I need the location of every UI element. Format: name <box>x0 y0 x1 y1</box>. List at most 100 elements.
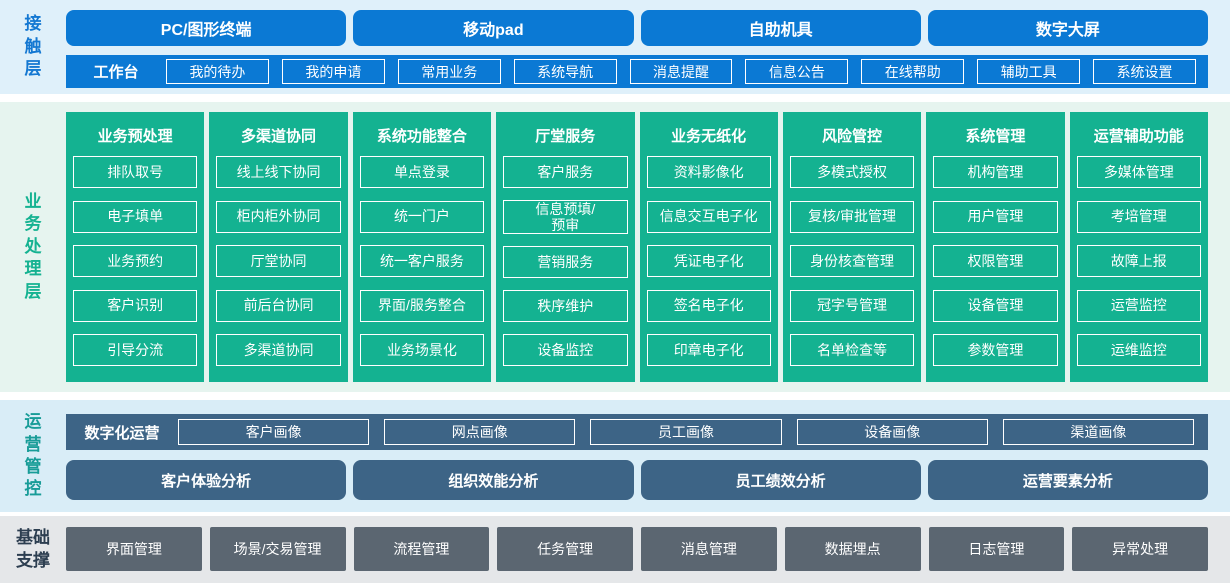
business-item: 电子填单 <box>73 200 198 233</box>
digital-ops-items: 客户画像 网点画像 员工画像 设备画像 渠道画像 <box>178 419 1195 445</box>
foundation-item: 场景/交易管理 <box>209 527 346 571</box>
business-item: 考培管理 <box>1076 200 1201 233</box>
business-column: 厅堂服务 客户服务 信息预填/ 预审 营销服务 秩序维护 设备监控 <box>496 112 635 382</box>
analysis-box: 客户体验分析 <box>66 460 347 500</box>
business-column: 运营辅助功能 多媒体管理 考培管理 故障上报 运营监控 运维监控 <box>1069 112 1208 382</box>
channel-button: 移动pad <box>353 10 634 46</box>
business-item: 界面/服务整合 <box>359 289 485 322</box>
digital-ops-bar: 数字化运营 客户画像 网点画像 员工画像 设备画像 渠道画像 <box>66 414 1208 450</box>
business-item: 身份核查管理 <box>789 245 915 277</box>
business-item: 凭证电子化 <box>646 245 771 277</box>
business-column-title: 系统管理 <box>965 127 1026 145</box>
business-item: 统一客户服务 <box>359 245 485 277</box>
business-item: 资料影像化 <box>646 156 771 188</box>
business-item: 运营监控 <box>1076 289 1201 322</box>
workbench-items: 我的待办 我的申请 常用业务 系统导航 消息提醒 信息公告 在线帮助 辅助工具 … <box>166 59 1208 84</box>
business-column: 多渠道协同 线上线下协同 柜内柜外协同 厅堂协同 前后台协同 多渠道协同 <box>209 112 348 382</box>
business-column: 系统功能整合 单点登录 统一门户 统一客户服务 界面/服务整合 业务场景化 <box>352 112 492 382</box>
workbench-item: 系统设置 <box>1093 59 1197 84</box>
business-column-items: 多媒体管理 考培管理 故障上报 运营监控 运维监控 <box>1076 156 1201 366</box>
channel-button: PC/图形终端 <box>66 10 347 46</box>
business-item: 用户管理 <box>933 200 1058 233</box>
business-item: 冠字号管理 <box>789 289 915 322</box>
business-column: 风险管控 多模式授权 复核/审批管理 身份核查管理 冠字号管理 名单检查等 <box>782 112 922 382</box>
business-layer-label: 业务处理层 <box>0 102 66 392</box>
business-item: 客户服务 <box>503 156 628 188</box>
business-layer-label-text: 业务处理层 <box>24 191 42 301</box>
foundation-item: 日志管理 <box>928 527 1065 571</box>
business-column-items: 单点登录 统一门户 统一客户服务 界面/服务整合 业务场景化 <box>359 156 485 366</box>
analysis-box: 员工绩效分析 <box>640 460 921 500</box>
foundation-item: 界面管理 <box>66 527 202 571</box>
business-column: 业务无纸化 资料影像化 信息交互电子化 凭证电子化 签名电子化 印章电子化 <box>639 112 778 382</box>
analysis-row: 客户体验分析 组织效能分析 员工绩效分析 运营要素分析 <box>66 460 1208 500</box>
business-column-items: 线上线下协同 柜内柜外协同 厅堂协同 前后台协同 多渠道协同 <box>216 156 341 366</box>
workbench-item: 我的申请 <box>281 59 385 84</box>
business-item: 运维监控 <box>1076 334 1201 366</box>
operations-layer-label: 运营管控 <box>0 400 66 512</box>
business-item: 故障上报 <box>1076 245 1201 277</box>
foundation-items: 界面管理 场景/交易管理 流程管理 任务管理 消息管理 数据埋点 日志管理 异常… <box>66 527 1208 571</box>
business-item: 签名电子化 <box>646 289 771 322</box>
business-item: 引导分流 <box>73 334 198 366</box>
digital-ops-item: 员工画像 <box>590 419 782 445</box>
workbench-item: 系统导航 <box>513 59 617 84</box>
workbench-item: 我的待办 <box>166 59 269 84</box>
business-column-items: 机构管理 用户管理 权限管理 设备管理 参数管理 <box>933 156 1058 366</box>
business-column-title: 运营辅助功能 <box>1093 127 1184 145</box>
business-item: 前后台协同 <box>216 289 341 322</box>
business-item: 设备监控 <box>503 334 628 366</box>
contact-layer-label-text: 接触层 <box>24 14 42 79</box>
business-item: 统一门户 <box>359 200 485 233</box>
business-item: 多模式授权 <box>789 156 915 188</box>
workbench-bar: 工作台 我的待办 我的申请 常用业务 系统导航 消息提醒 信息公告 在线帮助 辅… <box>66 55 1208 88</box>
business-item: 多媒体管理 <box>1076 156 1201 188</box>
business-column-items: 资料影像化 信息交互电子化 凭证电子化 签名电子化 印章电子化 <box>646 156 771 366</box>
business-item: 排队取号 <box>73 156 198 188</box>
operations-layer-section: 运营管控 数字化运营 客户画像 网点画像 员工画像 设备画像 渠道画像 客户体验… <box>0 400 1230 512</box>
business-column-items: 多模式授权 复核/审批管理 身份核查管理 冠字号管理 名单检查等 <box>789 156 915 366</box>
workbench-item: 消息提醒 <box>629 59 733 84</box>
workbench-item: 信息公告 <box>745 59 849 84</box>
business-column-title: 风险管控 <box>822 127 883 145</box>
foundation-item: 任务管理 <box>497 527 633 571</box>
business-column-title: 业务预处理 <box>97 127 173 145</box>
business-item: 设备管理 <box>933 289 1058 322</box>
business-item: 营销服务 <box>503 246 628 279</box>
channel-button: 数字大屏 <box>927 10 1208 46</box>
business-column-title: 多渠道协同 <box>241 127 317 145</box>
digital-ops-item: 渠道画像 <box>1002 419 1195 445</box>
business-column-items: 客户服务 信息预填/ 预审 营销服务 秩序维护 设备监控 <box>503 156 628 366</box>
business-item: 印章电子化 <box>646 334 771 366</box>
business-column-title: 业务无纸化 <box>671 127 747 145</box>
business-item: 单点登录 <box>359 156 485 188</box>
business-item: 秩序维护 <box>503 290 628 323</box>
business-item: 信息预填/ 预审 <box>503 199 628 235</box>
digital-ops-item: 网点画像 <box>384 419 576 445</box>
business-column-title: 系统功能整合 <box>376 127 467 145</box>
contact-layer-section: 接触层 PC/图形终端 移动pad 自助机具 数字大屏 工作台 我的待办 我的申… <box>0 0 1230 94</box>
business-item: 线上线下协同 <box>216 156 341 188</box>
business-column: 系统管理 机构管理 用户管理 权限管理 设备管理 参数管理 <box>926 112 1065 382</box>
foundation-item: 数据埋点 <box>784 527 921 571</box>
channel-button: 自助机具 <box>640 10 921 46</box>
business-item: 多渠道协同 <box>216 334 341 366</box>
workbench-item: 常用业务 <box>397 59 501 84</box>
foundation-item: 异常处理 <box>1072 527 1208 571</box>
foundation-layer-label: 基础支撑 <box>0 516 66 583</box>
analysis-box: 组织效能分析 <box>353 460 634 500</box>
digital-ops-title: 数字化运营 <box>84 424 160 442</box>
foundation-item: 消息管理 <box>641 527 777 571</box>
business-column-title: 厅堂服务 <box>535 127 596 145</box>
digital-ops-item: 设备画像 <box>796 419 988 445</box>
workbench-item: 在线帮助 <box>861 59 965 84</box>
business-item: 权限管理 <box>933 245 1058 277</box>
business-item: 参数管理 <box>933 334 1058 366</box>
foundation-item: 流程管理 <box>353 527 490 571</box>
operations-layer-label-text: 运营管控 <box>24 412 42 499</box>
channel-row: PC/图形终端 移动pad 自助机具 数字大屏 <box>66 10 1208 46</box>
analysis-box: 运营要素分析 <box>927 460 1208 500</box>
business-columns: 业务预处理 排队取号 电子填单 业务预约 客户识别 引导分流 <box>66 112 1208 382</box>
business-item: 业务场景化 <box>359 334 485 366</box>
contact-layer-label: 接触层 <box>0 0 66 94</box>
